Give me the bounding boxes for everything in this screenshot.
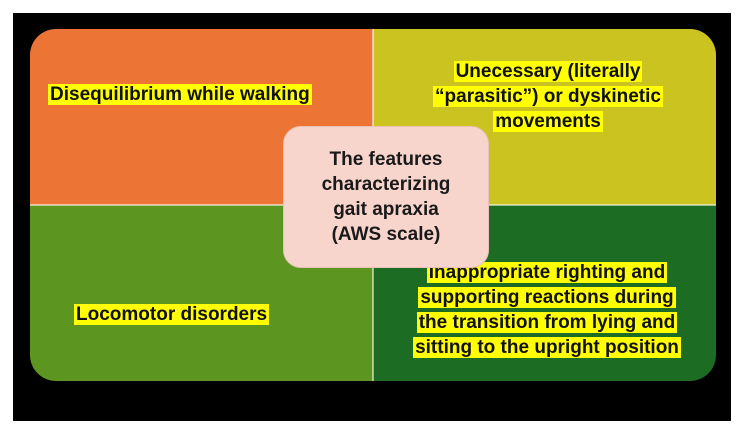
quadrant-grid: Disequilibrium while walking Unecessary … bbox=[30, 29, 716, 381]
slide-background: Disequilibrium while walking Unecessary … bbox=[13, 13, 731, 421]
center-title: The features characterizing gait apraxia… bbox=[291, 147, 481, 247]
quadrant-bottom-right-line-3: the transition from lying and bbox=[416, 312, 678, 333]
center-title-line-2: characterizing bbox=[321, 174, 451, 195]
quadrant-top-right-line-3: movements bbox=[493, 111, 603, 132]
quadrant-top-left-text: Disequilibrium while walking bbox=[48, 82, 353, 107]
quadrant-top-left-line-1: Disequilibrium while walking bbox=[48, 84, 312, 105]
quadrant-bottom-right-line-1: Inappropriate righting and bbox=[426, 262, 668, 283]
center-title-line-1: The features bbox=[329, 149, 443, 170]
center-title-box: The features characterizing gait apraxia… bbox=[283, 126, 489, 268]
quadrant-bottom-right-text: Inappropriate righting and supporting re… bbox=[387, 260, 707, 360]
quadrant-bottom-right-line-2: supporting reactions during bbox=[418, 287, 676, 308]
center-title-line-4: (AWS scale) bbox=[331, 224, 441, 245]
quadrant-top-left: Disequilibrium while walking bbox=[30, 29, 373, 205]
quadrant-bottom-left-text: Locomotor disorders bbox=[74, 302, 334, 327]
center-title-line-3: gait apraxia bbox=[333, 199, 439, 220]
quadrant-top-right-line-1: Unecessary (literally bbox=[453, 61, 643, 82]
quadrant-bottom-right: Inappropriate righting and supporting re… bbox=[373, 205, 716, 381]
quadrant-top-right: Unecessary (literally “parasitic”) or dy… bbox=[373, 29, 716, 205]
quadrant-top-right-text: Unecessary (literally “parasitic”) or dy… bbox=[403, 59, 693, 134]
quadrant-bottom-right-line-4: sitting to the upright position bbox=[413, 337, 681, 358]
quadrant-top-right-line-2: “parasitic”) or dyskinetic bbox=[433, 86, 663, 107]
quadrant-bottom-left-line-1: Locomotor disorders bbox=[74, 304, 270, 325]
